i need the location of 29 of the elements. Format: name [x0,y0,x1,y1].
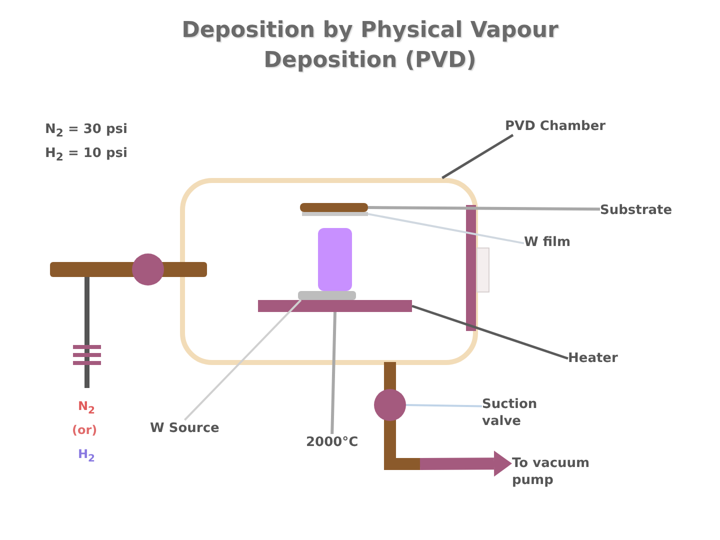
pressure-label: H$_{2}$ = 10 psi [45,145,128,166]
pressure-label: N$_{2}$ = 30 psi [45,121,128,142]
exhaust-pipe [384,362,420,470]
part-label: To vacuum pump [512,455,612,489]
part-label: W Source [150,420,220,437]
leader-line [442,134,514,180]
title: Deposition by Physical Vapour Deposition (PVD) [180,17,560,75]
leader-line [184,299,302,421]
gas-label: (or) [72,422,98,439]
part-label: Substrate [600,202,672,219]
arrow [420,450,512,477]
part-label: W film [524,234,571,251]
gas-label: N$_{2}$ [78,398,96,418]
leader-line [406,404,482,408]
part-label: PVD Chamber [505,118,606,135]
leader-line [412,304,568,360]
vacuum-chamber [180,178,478,365]
leader-line [330,312,336,434]
leader-line [368,206,600,211]
valve [374,389,406,421]
heater-plate [258,300,412,312]
part-label: Suction valve [482,396,558,430]
temperature-label: 2000°C [306,434,358,451]
film-layer [302,212,368,216]
leader-line [368,213,524,244]
substrate-holder [300,203,368,212]
evaporation-source [298,291,356,300]
gas-label: H$_{2}$ [78,446,96,466]
part-label: Heater [568,350,618,367]
